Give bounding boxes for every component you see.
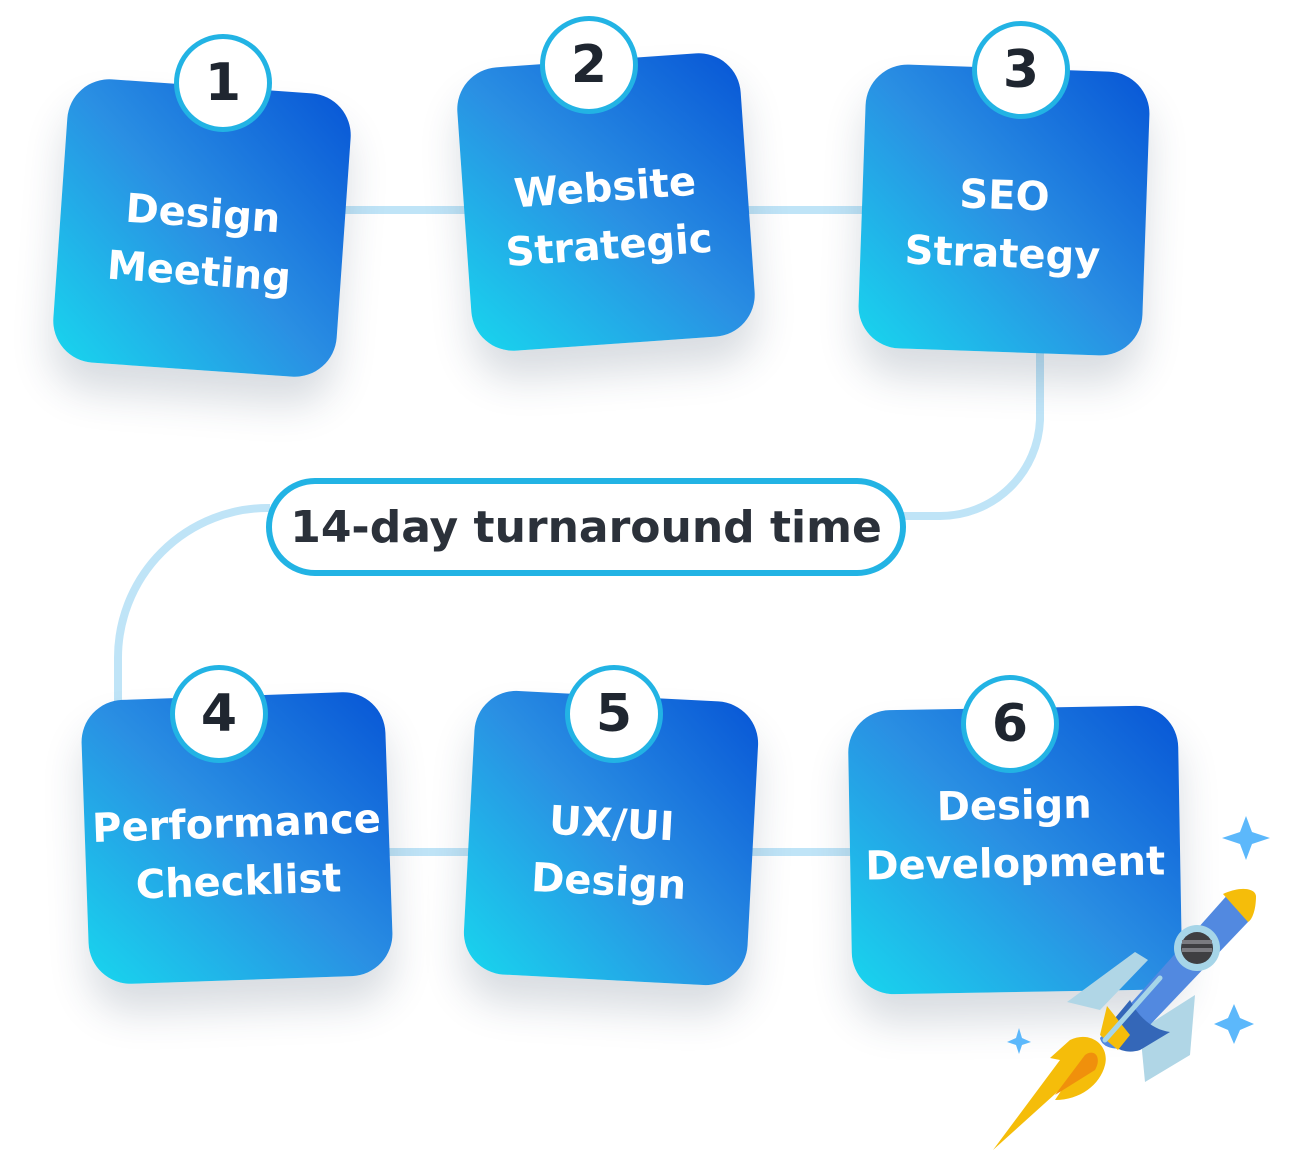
rocket-icon <box>993 816 1270 1150</box>
step-label: Performance Checklist <box>91 795 382 909</box>
step-number-5: 5 <box>565 665 663 763</box>
step-number-4: 4 <box>170 665 268 763</box>
step-number-3: 3 <box>972 21 1070 119</box>
step-number-2: 2 <box>540 16 638 114</box>
step-label: UX/UI Design <box>530 797 688 909</box>
step-number-1: 1 <box>174 34 272 132</box>
connector-right-curve <box>900 345 1044 521</box>
sparkle-icon <box>1007 816 1270 1054</box>
step-label: Website Strategic <box>504 158 714 277</box>
step-label: SEO Strategy <box>903 171 1102 281</box>
step-label: Design Meeting <box>105 185 293 302</box>
connector-left-curve <box>113 503 271 710</box>
turnaround-pill: 14-day turnaround time <box>266 478 906 576</box>
step-number-6: 6 <box>961 675 1059 773</box>
